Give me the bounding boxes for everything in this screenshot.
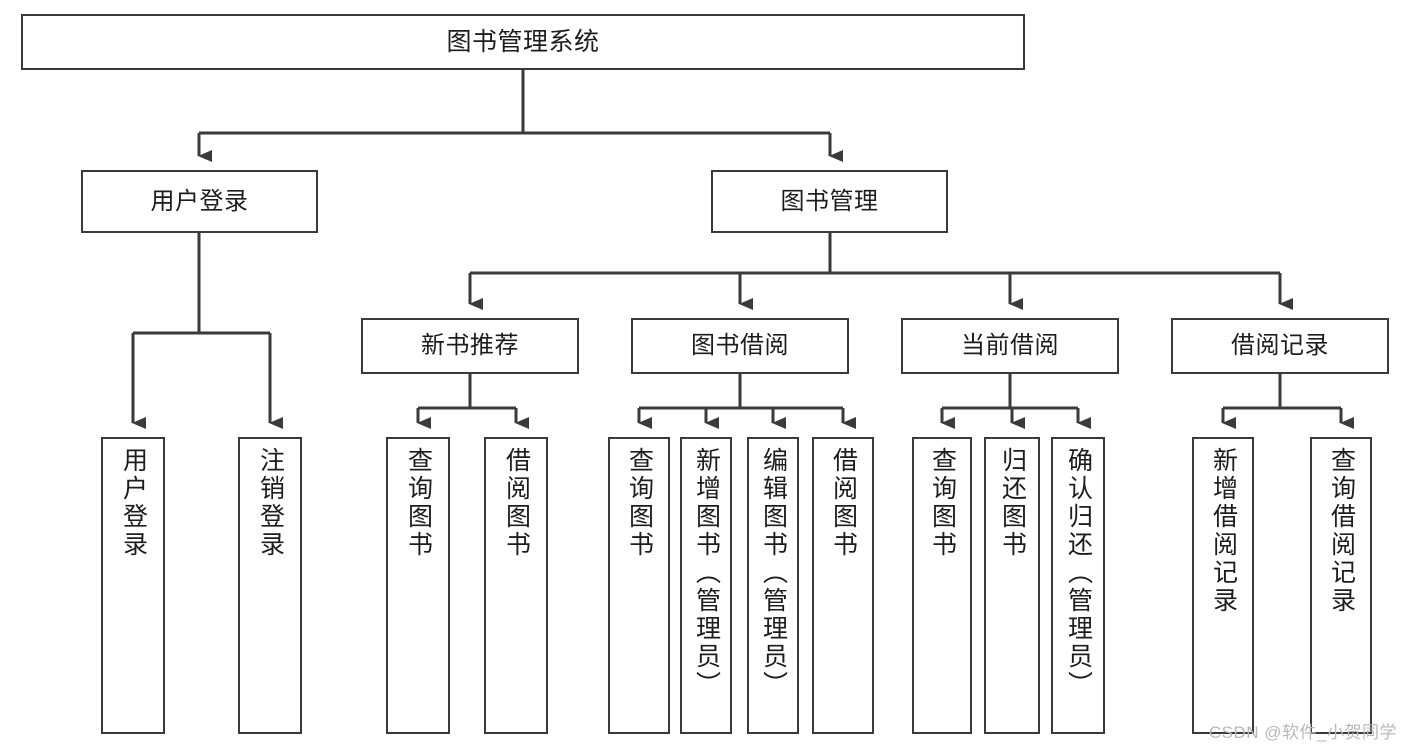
node-leaf-borrow-book-2[interactable]: 借阅图书 <box>812 437 874 734</box>
node-label: 用户登录 <box>150 187 249 215</box>
node-leaf-query-book-1[interactable]: 查询图书 <box>386 437 450 734</box>
node-leaf-edit-book[interactable]: 编辑图书（管理员） <box>747 437 799 734</box>
node-label: 当前借阅 <box>961 332 1059 360</box>
node-label: 图书管理系统 <box>446 27 600 56</box>
node-label: 查询借阅记录 <box>1327 447 1356 615</box>
node-leaf-add-book[interactable]: 新增图书（管理员） <box>680 437 732 734</box>
node-label: 图书借阅 <box>691 332 789 360</box>
node-book-borrow[interactable]: 图书借阅 <box>631 318 849 374</box>
node-label: 用户登录 <box>119 447 148 559</box>
node-leaf-add-borrow-record[interactable]: 新增借阅记录 <box>1192 437 1254 734</box>
node-label: 查询图书 <box>625 447 654 559</box>
node-leaf-borrow-book-1[interactable]: 借阅图书 <box>484 437 548 734</box>
node-leaf-user-logout[interactable]: 注销登录 <box>238 437 302 734</box>
node-label: 借阅图书 <box>502 447 531 559</box>
node-borrow-record[interactable]: 借阅记录 <box>1171 318 1389 374</box>
node-leaf-query-book-3[interactable]: 查询图书 <box>912 437 972 734</box>
node-user-login[interactable]: 用户登录 <box>81 170 318 233</box>
node-label: 新书推荐 <box>421 332 519 360</box>
node-label: 查询图书 <box>928 447 957 559</box>
node-current-borrow[interactable]: 当前借阅 <box>901 318 1119 374</box>
node-label: 借阅图书 <box>829 447 858 559</box>
node-label: 确认归还（管理员） <box>1064 447 1093 699</box>
node-leaf-query-borrow-record[interactable]: 查询借阅记录 <box>1310 437 1372 734</box>
node-label: 编辑图书（管理员） <box>759 447 788 699</box>
node-label: 注销登录 <box>256 447 285 559</box>
node-label: 查询图书 <box>404 447 433 559</box>
node-leaf-query-book-2[interactable]: 查询图书 <box>608 437 670 734</box>
node-label: 新增图书（管理员） <box>692 447 721 699</box>
node-label: 借阅记录 <box>1231 332 1329 360</box>
node-leaf-confirm-return[interactable]: 确认归还（管理员） <box>1051 437 1105 734</box>
node-label: 图书管理 <box>780 187 879 215</box>
node-label: 新增借阅记录 <box>1209 447 1238 615</box>
node-book-management[interactable]: 图书管理 <box>711 170 948 233</box>
node-label: 归还图书 <box>998 447 1027 559</box>
node-leaf-return-book[interactable]: 归还图书 <box>984 437 1040 734</box>
watermark-text: CSDN @软件_小贺同学 <box>1208 723 1397 742</box>
node-leaf-user-login[interactable]: 用户登录 <box>101 437 165 734</box>
node-new-book-recommend[interactable]: 新书推荐 <box>361 318 579 374</box>
node-root-book-management-system[interactable]: 图书管理系统 <box>21 14 1025 70</box>
